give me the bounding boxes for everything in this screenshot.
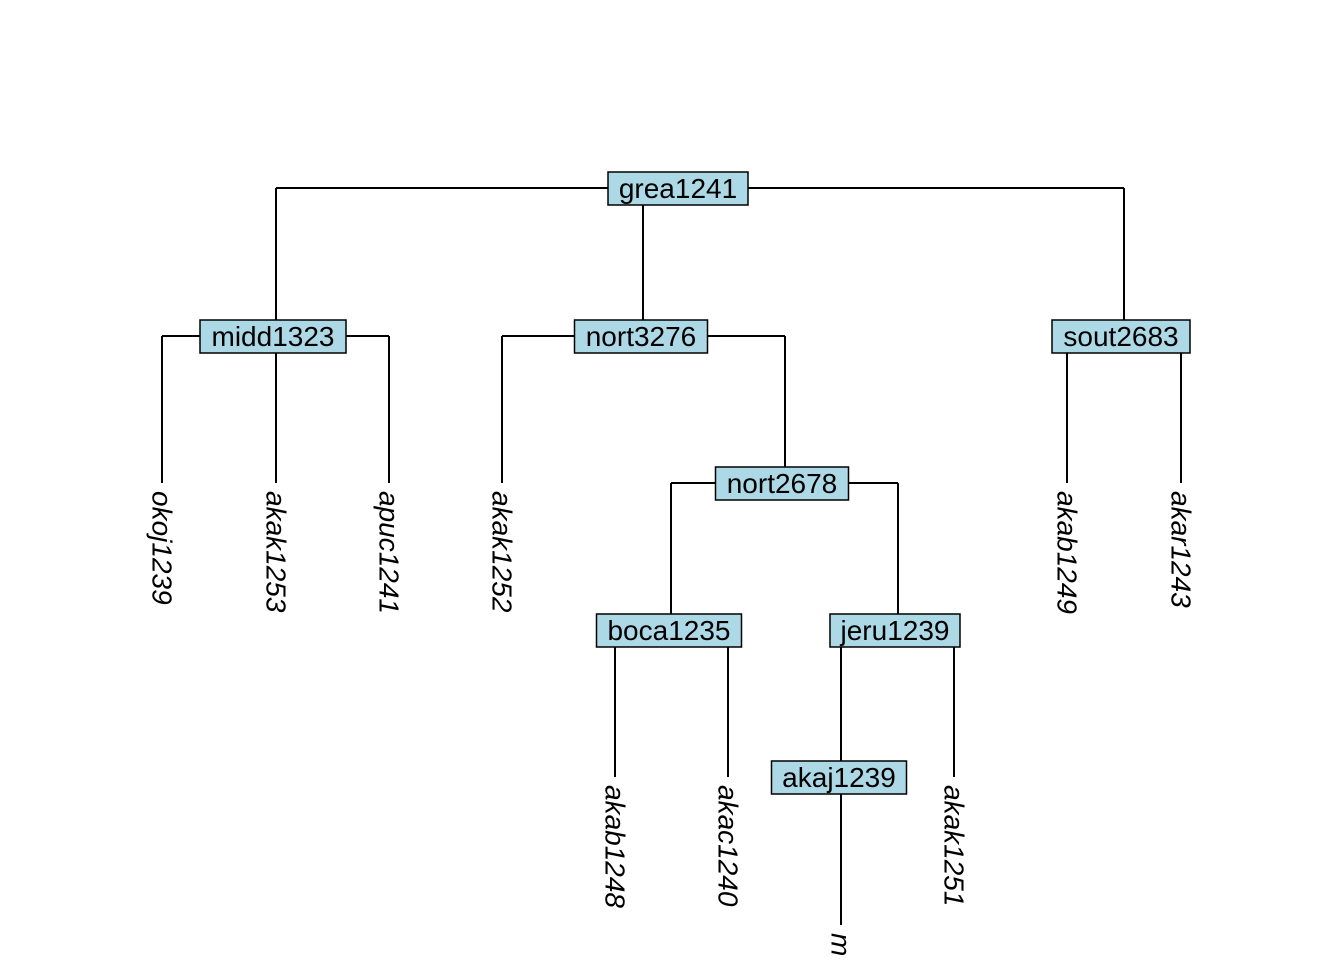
node-box <box>1051 319 1191 354</box>
node-boca1235: boca1235 <box>595 613 743 648</box>
node-jeru1239: jeru1239 <box>829 613 961 648</box>
leaf-okoj1239: okoj1239 <box>147 491 178 605</box>
node-label: akaj1239 <box>782 762 896 793</box>
node-midd1323: midd1323 <box>199 319 347 354</box>
node-box <box>573 319 709 354</box>
node-box <box>770 760 908 795</box>
node-box <box>607 171 749 206</box>
node-label: sout2683 <box>1063 321 1178 352</box>
node-label: grea1241 <box>619 173 737 204</box>
leaf-akak1253: akak1253 <box>261 491 292 613</box>
node-label: nort2678 <box>727 468 838 499</box>
node-label: boca1235 <box>607 615 730 646</box>
tree-leaves: okoj1239 akak1253 apuc1241 akak1252 akab1249… <box>147 491 1197 956</box>
leaf-m: m <box>826 933 857 956</box>
node-grea1241: grea1241 <box>607 171 749 206</box>
node-box <box>595 613 743 648</box>
node-nort2678: nort2678 <box>714 466 850 501</box>
node-box <box>199 319 347 354</box>
leaf-akac1240: akac1240 <box>713 785 744 907</box>
node-nort3276: nort3276 <box>573 319 709 354</box>
node-box <box>714 466 850 501</box>
node-label: nort3276 <box>586 321 697 352</box>
leaf-apuc1241: apuc1241 <box>374 491 405 614</box>
tree-edges <box>161 187 1182 925</box>
leaf-akak1252: akak1252 <box>487 491 518 613</box>
tree-nodes: grea1241 midd1323 nort3276 sout2683 nort2678… <box>199 171 1191 795</box>
node-label: jeru1239 <box>840 615 950 646</box>
node-label: midd1323 <box>212 321 335 352</box>
leaf-akar1243: akar1243 <box>1166 491 1197 608</box>
node-box <box>829 613 961 648</box>
leaf-akak1251: akak1251 <box>939 785 970 906</box>
node-akaj1239: akaj1239 <box>770 760 908 795</box>
node-sout2683: sout2683 <box>1051 319 1191 354</box>
leaf-akab1248: akab1248 <box>600 785 631 908</box>
leaf-akab1249: akab1249 <box>1052 491 1083 614</box>
